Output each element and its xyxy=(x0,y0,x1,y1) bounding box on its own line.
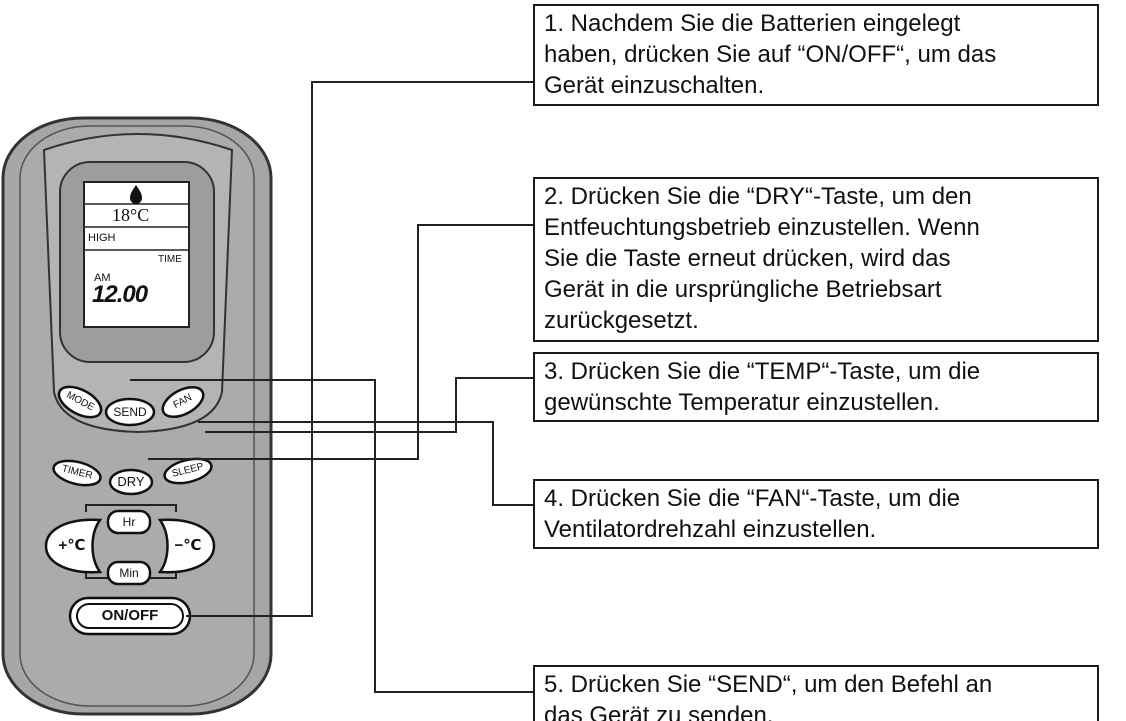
hr-button[interactable]: Hr xyxy=(122,515,136,529)
lcd-time-label: TIME xyxy=(158,254,182,265)
lcd-temperature: 18°C xyxy=(112,205,150,225)
callout-dry: 2. Drücken Sie die “DRY“-Taste, um den E… xyxy=(533,177,1099,342)
callout-on-off: 1. Nachdem Sie die Batterien eingelegt h… xyxy=(533,4,1099,106)
fan-button-shape xyxy=(161,385,205,419)
lcd-clock: 12.00 xyxy=(92,281,148,308)
timer-button-shape xyxy=(52,459,102,487)
callout-fan: 4. Drücken Sie die “FAN“-Taste, um die V… xyxy=(533,479,1099,549)
leader-line-2 xyxy=(148,224,533,460)
hr-button-shape xyxy=(106,509,152,535)
leader-lines xyxy=(130,81,533,693)
water-drop-icon xyxy=(130,185,142,204)
callout-temp: 3. Drücken Sie die “TEMP“-Taste, um die … xyxy=(533,352,1099,422)
leader-line-3 xyxy=(205,377,533,433)
send-button[interactable]: SEND xyxy=(113,405,147,419)
min-button-shape xyxy=(106,560,152,586)
dry-button[interactable]: DRY xyxy=(117,474,145,489)
on-off-button[interactable]: ON/OFF xyxy=(101,607,159,624)
leader-line-1 xyxy=(186,81,533,617)
temp-down-button[interactable]: −℃ xyxy=(174,537,202,554)
leader-line-4 xyxy=(198,421,533,506)
lcd-fan-speed: HIGH xyxy=(88,232,116,244)
min-button[interactable]: Min xyxy=(119,566,139,580)
lcd-screen xyxy=(83,181,190,328)
callout-send: 5. Drücken Sie “SEND“, um den Befehl an … xyxy=(533,665,1099,721)
lcd-am-label: AM xyxy=(94,272,111,284)
temp-down-button-shape xyxy=(157,518,216,574)
on-off-button-inner xyxy=(76,603,184,629)
leader-line-5 xyxy=(130,379,533,693)
send-button-shape xyxy=(104,397,156,427)
mode-button-shape xyxy=(57,385,103,419)
dry-button-shape xyxy=(108,468,154,496)
temp-up-button[interactable]: +℃ xyxy=(58,537,86,554)
sleep-button-shape xyxy=(163,457,213,485)
temp-up-button-shape xyxy=(44,518,103,574)
